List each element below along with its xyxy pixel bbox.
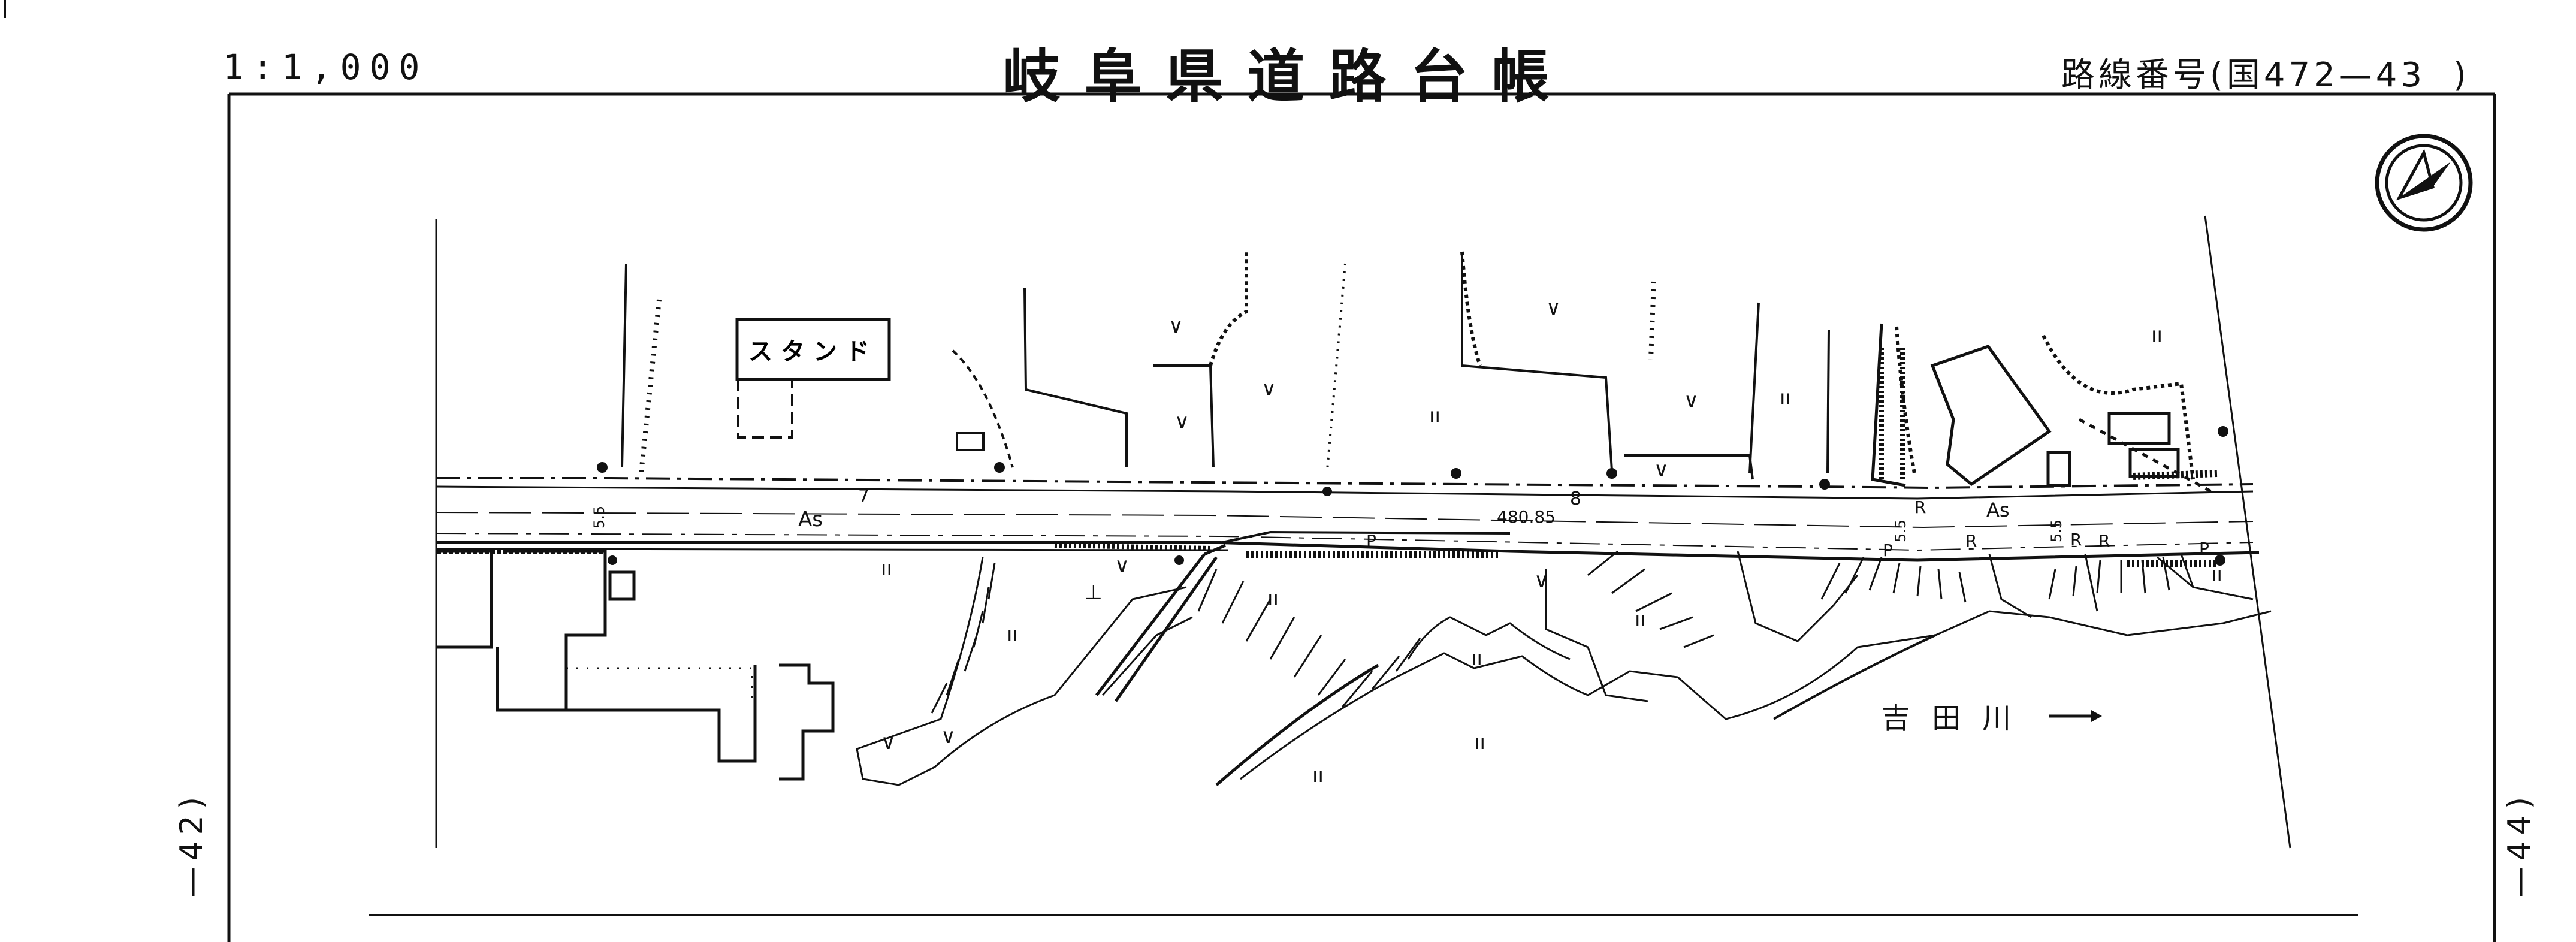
- guard-rail-r1: R: [1914, 497, 1926, 517]
- svg-text:∨: ∨: [1261, 377, 1276, 401]
- station-8: 8: [1570, 488, 1581, 509]
- pavement-label: As: [798, 508, 823, 532]
- station-7: 7: [858, 486, 869, 507]
- svg-text:∨: ∨: [1684, 389, 1699, 413]
- svg-text:ıı: ıı: [1635, 608, 1646, 632]
- svg-text:∨: ∨: [1546, 296, 1561, 320]
- map-labels: As As 7 8 480.85 5.5 5.5 5.5 R R R R P P…: [591, 486, 2209, 735]
- road-width-2: 5.5: [1892, 520, 1909, 542]
- guard-rails: [437, 348, 2218, 567]
- post-p2: P: [1883, 541, 1893, 560]
- elevation-label: 480.85: [1497, 507, 1556, 527]
- svg-text:⊥: ⊥: [1085, 581, 1103, 605]
- svg-text:ıı: ıı: [1007, 623, 1018, 647]
- stand-building: スタンド: [735, 318, 891, 439]
- post-p1: P: [1366, 531, 1376, 551]
- svg-text:ıı: ıı: [2151, 323, 2163, 347]
- bridge: [1095, 544, 1226, 702]
- svg-text:∨: ∨: [1115, 554, 1130, 578]
- guard-rail-r2: R: [1965, 531, 1977, 551]
- embankments: [856, 550, 2272, 786]
- svg-text:ıı: ıı: [1780, 386, 1791, 410]
- map-scale: 1:1,000: [223, 47, 428, 87]
- route-number-label: 路線番号(国472—43: [2061, 56, 2426, 95]
- svg-text:∨: ∨: [1168, 314, 1183, 338]
- utility-poles: [597, 426, 2228, 566]
- river-label: 吉田川: [1882, 702, 2033, 735]
- guard-rail-r4: R: [2098, 531, 2110, 551]
- post-p3: P: [2199, 539, 2209, 558]
- north-arrow-icon: [2375, 134, 2473, 232]
- svg-text:∨: ∨: [881, 730, 896, 754]
- svg-text:ıı: ıı: [881, 557, 892, 581]
- road-width-1: 5.5: [591, 506, 608, 529]
- north-lots: [621, 251, 1916, 487]
- svg-text:∨: ∨: [1654, 458, 1669, 482]
- route-number-close: ): [2453, 56, 2470, 95]
- svg-text:ıı: ıı: [1312, 763, 1324, 787]
- svg-text:ıı: ıı: [1471, 647, 1482, 671]
- guard-rail-r3: R: [2070, 530, 2082, 550]
- svg-text:ıı: ıı: [1474, 730, 1485, 754]
- svg-text:ıı: ıı: [1267, 587, 1279, 611]
- road-width-3: 5.5: [2048, 520, 2065, 542]
- south-buildings: [436, 550, 835, 781]
- svg-text:∨: ∨: [941, 724, 956, 748]
- page-title: 岐阜県道路台帳: [1002, 43, 1574, 110]
- svg-text:ıı: ıı: [1429, 404, 1440, 428]
- road: [436, 477, 2260, 562]
- stand-label: スタンド: [748, 338, 878, 366]
- terrain-symbols: ∨ ∨ ∨ ∨ ∨ ∨ ıı ıı ıı ıı ıı ıı ıı ıı ıı ı…: [881, 296, 2222, 787]
- sheet-frame: [227, 92, 2496, 942]
- svg-text:∨: ∨: [1534, 569, 1549, 593]
- svg-text:ıı: ıı: [2211, 563, 2222, 587]
- route-number: 路線番号(国472—43): [2061, 48, 2470, 96]
- building-ne: [1930, 334, 2212, 493]
- pavement-label-2: As: [1986, 499, 2010, 521]
- svg-text:∨: ∨: [1174, 410, 1189, 434]
